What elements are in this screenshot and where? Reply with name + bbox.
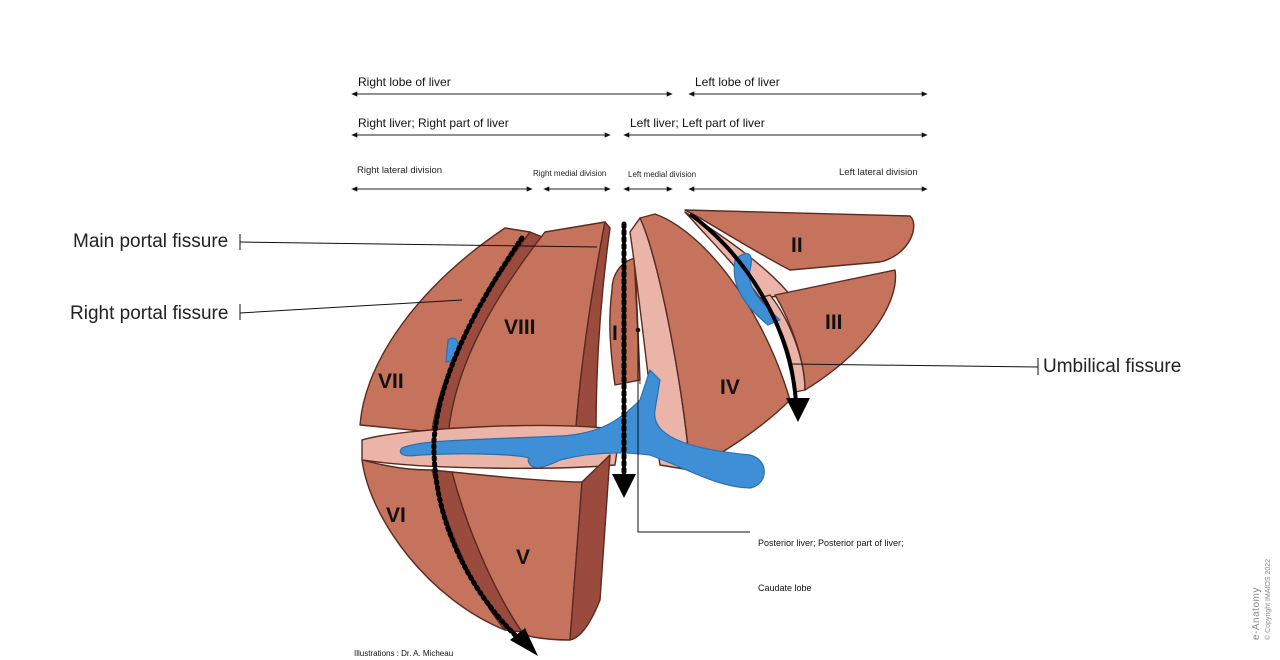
illustration-credit: Illustrations : Dr. A. Micheau (354, 649, 454, 658)
segment-ii-label: II (791, 234, 803, 257)
fissure-arrows (431, 212, 810, 656)
left-medial-division-label: Left medial division (628, 170, 697, 179)
umbilical-fissure-arrow (688, 212, 798, 403)
left-liver-label: Left liver; Left part of liver (630, 116, 765, 130)
main-portal-fissure-label: Main portal fissure (73, 231, 229, 252)
segment-viii-label: VIII (504, 316, 536, 339)
caudate-lobe-label: Caudate lobe (758, 583, 812, 593)
segment-iii-label: III (825, 311, 843, 334)
segment-iii-block (774, 269, 897, 391)
right-portal-fissure-arrow (431, 235, 525, 638)
leader-lines (239, 234, 1039, 533)
right-medial-division-label: Right medial division (533, 169, 607, 178)
left-lobe-label: Left lobe of liver (695, 75, 780, 89)
segment-vii-label: VII (378, 370, 404, 393)
main-portal-arrowhead (612, 474, 636, 498)
umbilical-arrowhead (786, 398, 810, 422)
left-lateral-division-label: Left lateral division (839, 167, 918, 178)
right-portal-fissure-label: Right portal fissure (70, 303, 229, 324)
right-portal-arrowhead (510, 628, 538, 656)
posterior-liver-label: Posterior liver; Posterior part of liver… (758, 538, 904, 548)
brand-copyright: © Copyright IMAIOS 2022 (1265, 558, 1272, 640)
segment-i-label: I (612, 322, 618, 345)
brand-name: e-Anatomy (1251, 587, 1262, 640)
right-lobe-label: Right lobe of liver (358, 75, 451, 89)
liver-illustration (359, 209, 915, 641)
segment-iv-block (639, 213, 791, 471)
segment-iv-label: IV (720, 376, 740, 399)
segment-v-side (569, 454, 611, 641)
segment-v-block (451, 471, 583, 641)
segment-v-label: V (516, 546, 530, 569)
right-liver-label: Right liver; Right part of liver (358, 116, 509, 130)
umbilical-fissure-label: Umbilical fissure (1043, 356, 1182, 377)
right-lateral-division-label: Right lateral division (357, 165, 443, 176)
segment-vi-label: VI (386, 504, 406, 527)
segment-viii-side (574, 221, 611, 441)
segment-ii-block (684, 209, 915, 271)
division-arrows (351, 91, 928, 192)
brand-watermark: e-Anatomy © Copyright IMAIOS 2022 (1246, 559, 1272, 640)
